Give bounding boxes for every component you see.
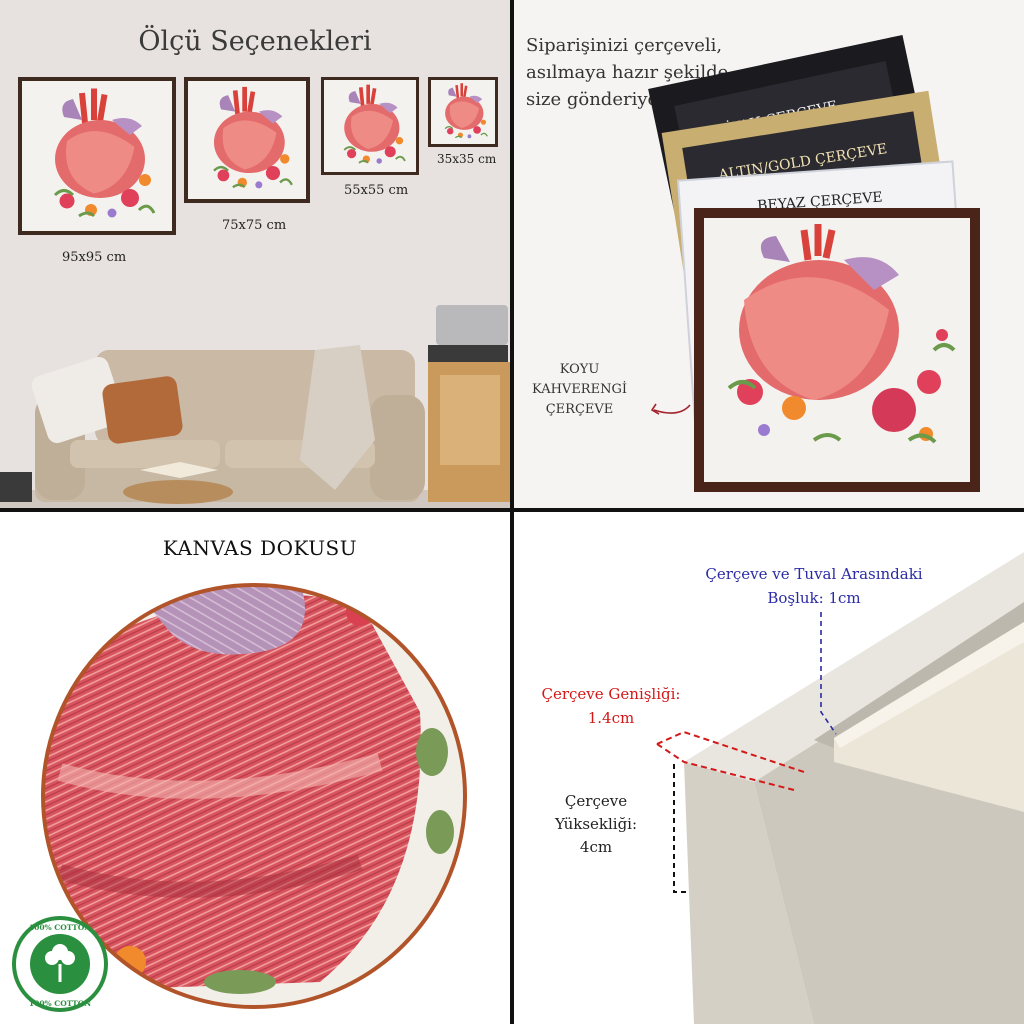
size-label-35: 35x35 cm [437,152,497,166]
size-options-panel: Ölçü Seçenekleri 95x95 cm 75x75 cm 55x55… [0,0,510,508]
cotton-badge-text-bottom: 100% COTTON [29,999,91,1008]
shipping-message: Siparişinizi çerçeveli, asılmaya hazır ş… [526,35,729,110]
canvas-texture-title: KANVAS DOKUSU [162,536,358,560]
cotton-badge: 100% COTTON 100% COTTON [12,916,108,1012]
arrow-icon [653,404,691,414]
frame-75cm [184,77,310,203]
cotton-plant-icon [45,944,75,982]
coffee-table [123,462,233,504]
vertical-divider [510,0,514,1024]
frame-55cm [321,77,419,175]
brown-frame [694,208,980,492]
width-annotation: Çerçeve Genişliği: 1.4cm [541,685,681,727]
gap-annotation: Çerçeve ve Tuval Arasındaki Boşluk: 1cm [705,565,923,607]
frame-95cm [18,77,176,235]
cotton-badge-text-top: 100% COTTON [29,923,91,932]
size-options-title: Ölçü Seçenekleri [138,26,372,57]
living-room-scene [0,0,510,508]
frame-dimensions-panel: Çerçeve ve Tuval Arasındaki Boşluk: 1cm … [514,512,1024,1024]
size-label-95: 95x95 cm [62,250,127,265]
frame-35cm [428,77,498,147]
brown-frame-label: KOYU KAHVERENGİ ÇERÇEVE [532,362,627,417]
size-label-55: 55x55 cm [344,183,409,198]
canvas-texture-panel: KANVAS DOKUSU [0,512,510,1024]
frame-options-panel: Siparişinizi çerçeveli, asılmaya hazır ş… [514,0,1024,508]
horizontal-divider [0,508,1024,512]
height-annotation: Çerçeve Yüksekliği: 4cm [554,792,638,856]
size-label-75: 75x75 cm [222,218,287,233]
stacked-frames: SİYAH ÇERÇEVE ALTIN/GOLD ÇERÇEVE BEYAZ Ç… [648,34,980,492]
sofa [31,345,425,502]
frame-corner-closeup [656,552,1024,1024]
texture-closeup: 100% COTTON 100% COTTON [12,583,467,1012]
side-table [428,305,510,502]
